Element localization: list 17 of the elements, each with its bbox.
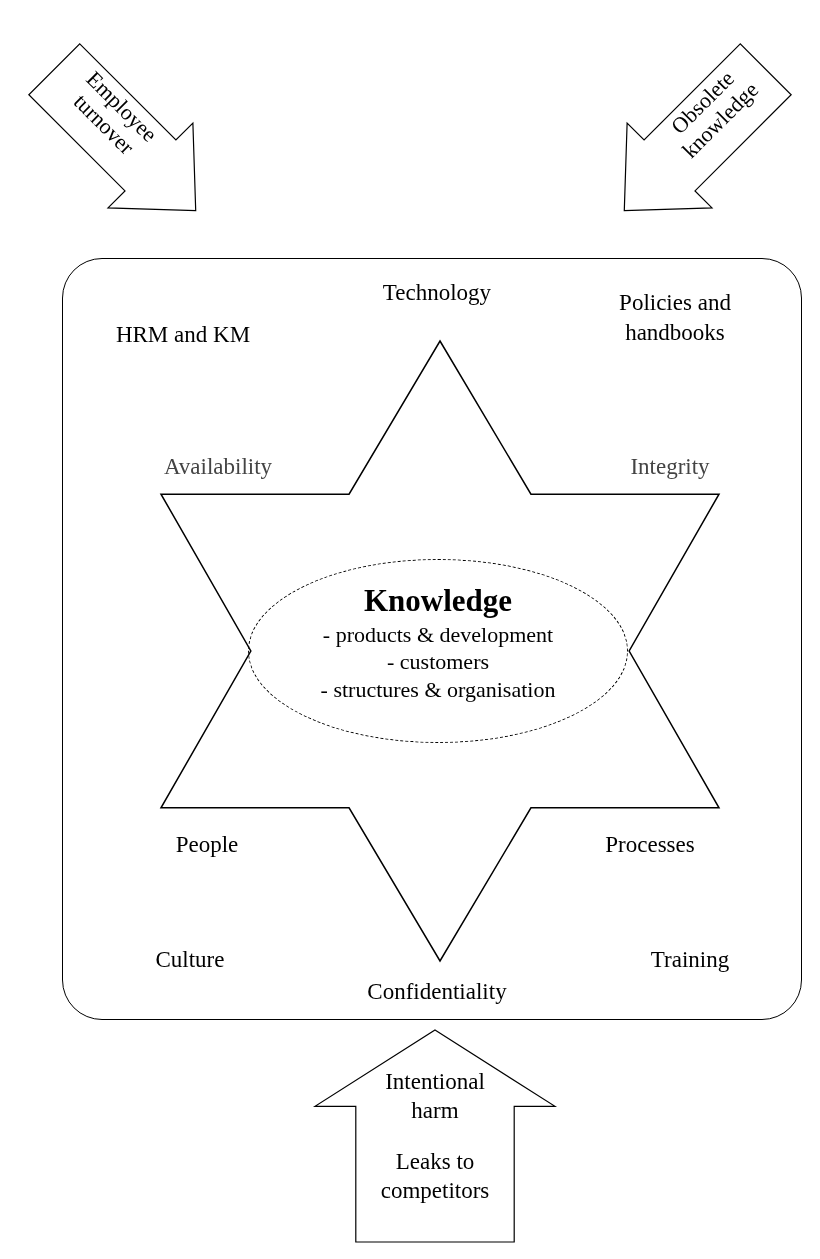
label: Confidentiality [367, 978, 507, 1007]
heading: Knowledge [363, 582, 513, 620]
label: HRM and KM [115, 321, 251, 350]
label: Training [650, 946, 730, 975]
list-item: - structures & organisation [320, 675, 556, 704]
label: Availability [163, 453, 273, 482]
rounded-frame [62, 258, 802, 1020]
arrow-text: Intentional harm [384, 1068, 486, 1125]
label: Integrity [630, 453, 710, 482]
label: Culture [155, 946, 225, 975]
list-item: - products & development [322, 620, 554, 649]
arrow-text: Leaks to competitors [379, 1148, 491, 1205]
label: People [175, 831, 239, 860]
label: Processes [605, 831, 695, 860]
label: Technology [382, 279, 492, 308]
label: Policies and handbooks [618, 289, 732, 347]
list-item: - customers [387, 648, 489, 676]
